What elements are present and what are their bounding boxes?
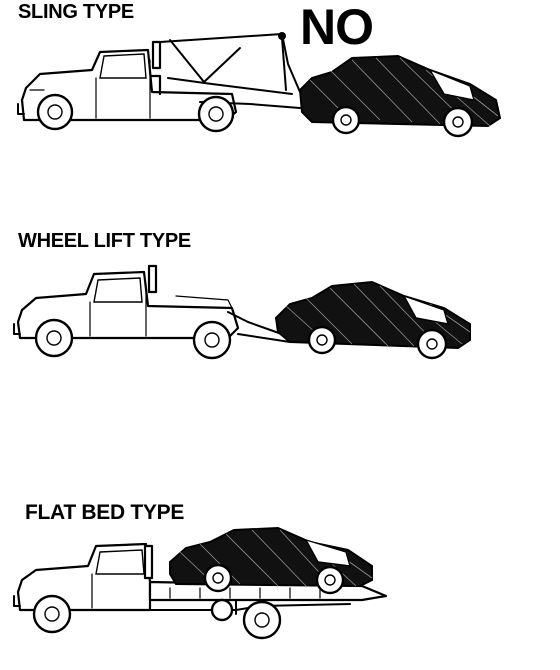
- wheel-lift-tow-truck: [13, 264, 297, 360]
- sling-towed-car: [298, 54, 502, 138]
- sling-type-label: SLING TYPE: [18, 1, 134, 23]
- wheel-lift-tow-illustration: [0, 262, 560, 370]
- sling-tow-illustration: [0, 30, 560, 150]
- no-warning-label: NO: [300, 0, 374, 55]
- wheel-lift-towed-car: [274, 280, 471, 360]
- wheel-lift-type-label: WHEEL LIFT TYPE: [18, 230, 191, 252]
- flat-bed-tow-illustration: [0, 526, 560, 670]
- flat-bed-carried-car: [169, 526, 373, 595]
- flat-bed-type-label: FLAT BED TYPE: [25, 501, 185, 524]
- sling-tow-truck: [17, 32, 301, 133]
